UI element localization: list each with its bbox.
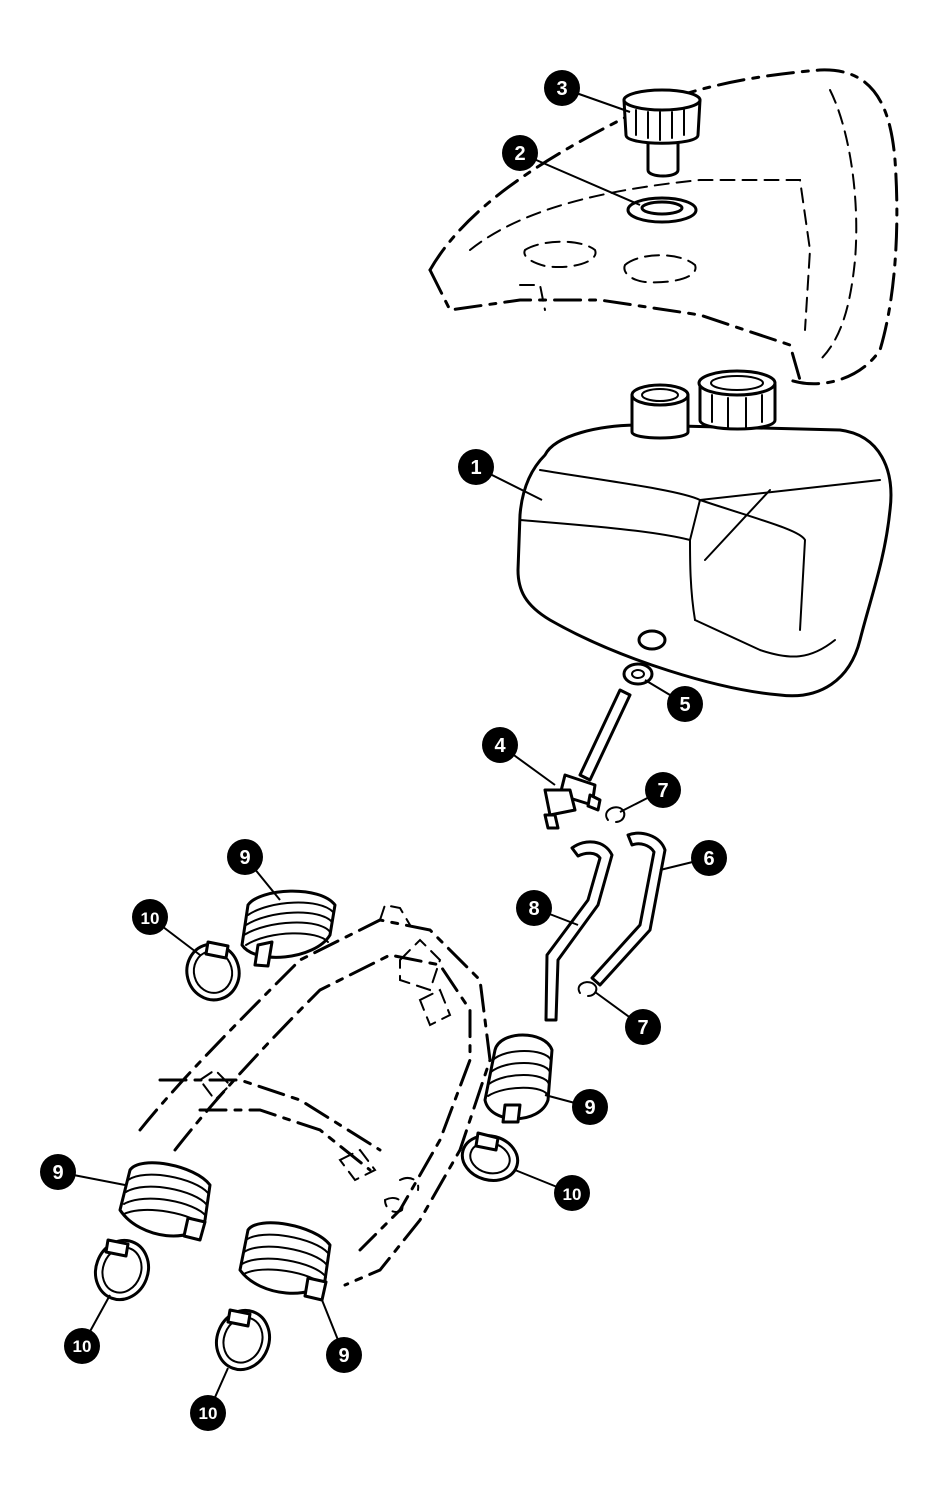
body-panel-outline (428, 68, 899, 386)
callout-label: 2 (514, 143, 525, 165)
fuel-tank-part (516, 369, 893, 698)
callout-label: 7 (657, 780, 668, 802)
callout-label: 5 (679, 694, 690, 716)
frame-outline (138, 903, 492, 1287)
spring-part-lower-center (238, 1221, 332, 1302)
callout-label: 7 (637, 1017, 648, 1039)
callout-label: 9 (338, 1345, 349, 1367)
spring-part-upper-left (240, 889, 337, 968)
washer-part (622, 662, 654, 686)
callout-label: 3 (556, 78, 567, 100)
callout-7-upper: 7 (645, 772, 681, 808)
clamp-part-lower-left (94, 1238, 150, 1302)
spring-part-lower-left (118, 1161, 212, 1242)
callout-label: 4 (494, 735, 506, 757)
clamp-part-lower-center (215, 1308, 271, 1372)
callout-10-lower-center: 10 (190, 1395, 226, 1431)
callout-9-upper-left: 9 (227, 839, 263, 875)
callout-1: 1 (458, 449, 494, 485)
callout-9-right: 9 (572, 1089, 608, 1125)
callout-7-lower: 7 (625, 1009, 661, 1045)
callout-9-lower-left: 9 (40, 1154, 76, 1190)
callout-label: 10 (141, 909, 160, 928)
callout-5: 5 (667, 686, 703, 722)
clamp-part-upper-left (185, 940, 241, 1002)
callout-8: 8 (516, 890, 552, 926)
callout-9-lower-center: 9 (326, 1337, 362, 1373)
callout-label: 1 (470, 457, 481, 479)
callout-10-right: 10 (554, 1175, 590, 1211)
callout-3: 3 (544, 70, 580, 106)
fuel-cap-part (622, 88, 702, 178)
callout-4: 4 (482, 727, 518, 763)
clamp-part-right (460, 1131, 520, 1182)
callout-label: 8 (528, 898, 539, 920)
callout-label: 10 (563, 1185, 582, 1204)
hose-clip-upper-part (605, 806, 626, 823)
callout-6: 6 (691, 840, 727, 876)
callout-label: 9 (52, 1162, 63, 1184)
hose-8-part (544, 840, 614, 1022)
callout-10-lower-left: 10 (64, 1328, 100, 1364)
hose-6-part (590, 831, 667, 987)
callout-label: 10 (73, 1337, 92, 1356)
callout-label: 10 (199, 1404, 218, 1423)
hose-clip-lower-part (577, 981, 598, 997)
fuel-tap-part (543, 688, 632, 830)
spring-part-right (483, 1033, 554, 1124)
callout-label: 6 (703, 848, 714, 870)
callout-2: 2 (502, 135, 538, 171)
gasket-part (626, 196, 698, 224)
callout-label: 9 (239, 847, 250, 869)
callout-label: 9 (584, 1097, 595, 1119)
callout-10-upper-left: 10 (132, 899, 168, 935)
